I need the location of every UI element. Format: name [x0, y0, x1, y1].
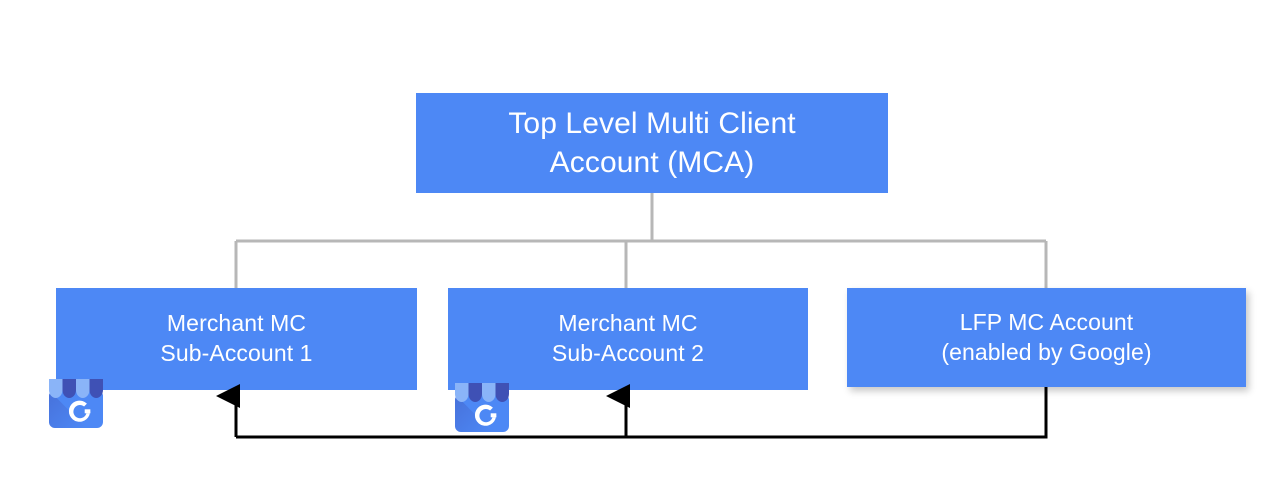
node-lfp-mc-account-line-1: LFP MC Account [959, 308, 1134, 335]
node-top-level-mca-line-1: Top Level Multi Client [508, 107, 796, 140]
google-my-business-icon [455, 383, 509, 432]
google-g-letter [68, 400, 91, 422]
google-my-business-icon [49, 379, 103, 428]
node-lfp-mc-account-text: LFP MC Account (enabled by Google) [847, 308, 1246, 368]
node-top-level-mca-text: Top Level Multi Client Account (MCA) [416, 104, 888, 182]
node-merchant-mc-sub-account-2-text: Merchant MC Sub-Account 2 [448, 309, 808, 369]
node-merchant-mc-sub-account-1: Merchant MC Sub-Account 1 [56, 288, 417, 390]
node-lfp-mc-account-line-2: (enabled by Google) [941, 338, 1152, 365]
feedback-edge-trunk [236, 387, 1048, 439]
node-top-level-mca-line-2: Account (MCA) [549, 146, 755, 179]
node-merchant-mc-sub-account-2: Merchant MC Sub-Account 2 [448, 288, 808, 390]
node-merchant-mc-sub-account-1-line-2: Sub-Account 1 [160, 340, 313, 366]
node-merchant-mc-sub-account-1-text: Merchant MC Sub-Account 1 [56, 309, 417, 369]
node-merchant-mc-sub-account-2-line-2: Sub-Account 2 [551, 340, 705, 366]
node-merchant-mc-sub-account-2-line-1: Merchant MC [558, 310, 698, 337]
node-merchant-mc-sub-account-1-line-1: Merchant MC [166, 310, 307, 337]
node-lfp-mc-account: LFP MC Account (enabled by Google) [847, 288, 1246, 387]
node-top-level-mca: Top Level Multi Client Account (MCA) [416, 93, 888, 193]
